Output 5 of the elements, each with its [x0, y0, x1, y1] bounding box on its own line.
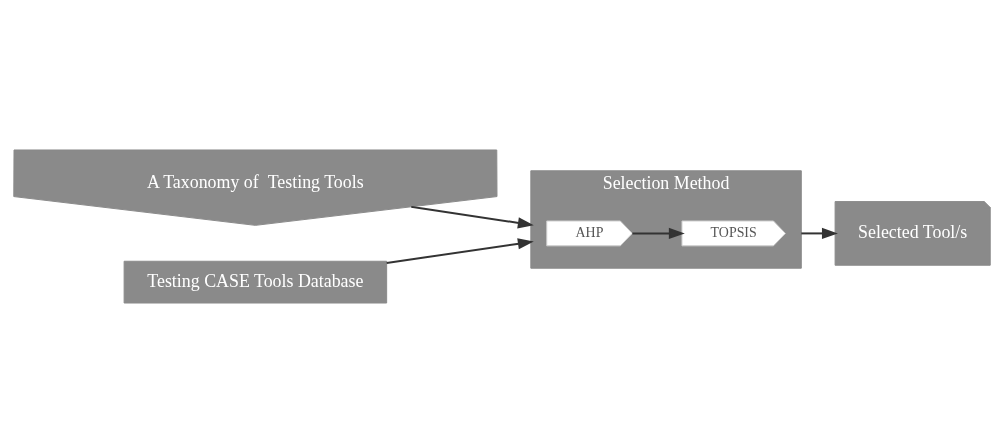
arrow	[631, 227, 685, 239]
node-box: Testing CASE Tools Database	[123, 260, 388, 303]
arrow	[800, 227, 838, 239]
arrow	[410, 205, 534, 228]
arrow	[385, 237, 534, 264]
